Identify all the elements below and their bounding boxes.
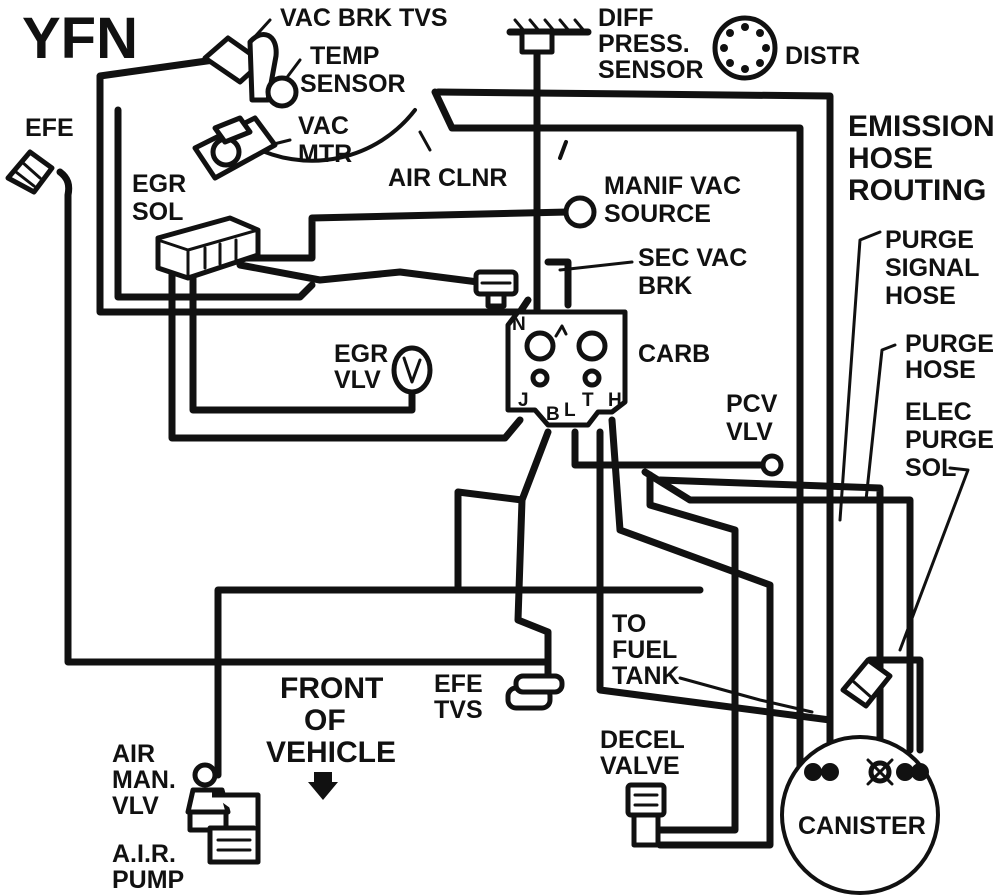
label-air-clnr: AIR CLNR [388, 164, 507, 192]
label-egr-vlv-1: EGR [334, 340, 388, 368]
air-pump [207, 792, 261, 865]
label-temp-sensor-1: TEMP [310, 42, 379, 70]
hose-carb-h [608, 416, 774, 849]
air-cleaner-outline [248, 108, 417, 163]
carb-port-n: N [512, 314, 526, 335]
label-purge-hose-2: HOSE [905, 356, 976, 384]
carb-port-t: T [582, 390, 594, 411]
label-diff-press-3: SENSOR [598, 56, 704, 84]
decel-valve [625, 782, 667, 848]
label-elec-purge-1: ELEC [905, 398, 972, 426]
heading-line-2: HOSE [848, 142, 933, 175]
label-pcv-vlv-1: PCV [726, 390, 778, 418]
distributor [712, 15, 778, 81]
label-vac-brk-tvs: VAC BRK TVS [280, 4, 448, 32]
label-to-fuel-tank-3: TANK [612, 662, 680, 690]
label-diff-press-1: DIFF [598, 4, 654, 32]
label-purge-signal-3: HOSE [885, 282, 956, 310]
label-air-man-2: MAN. [112, 766, 176, 794]
label-sec-vac-brk-1: SEC VAC [638, 244, 747, 272]
label-sec-vac-brk-2: BRK [638, 272, 692, 300]
elec-purge-solenoid [840, 657, 893, 709]
label-air-pump-1: A.I.R. [112, 840, 176, 868]
vac-brk-tvs [202, 32, 279, 103]
hose-air-cleaner-outer-loop [96, 54, 532, 316]
hose-efe-line [56, 168, 552, 679]
label-elec-purge-2: PURGE [905, 426, 994, 454]
label-air-man-1: AIR [112, 740, 155, 768]
label-egr-vlv-2: VLV [334, 366, 381, 394]
label-vac-mtr-2: MTR [298, 140, 352, 168]
label-manif-vac-1: MANIF VAC [604, 172, 741, 200]
label-diff-press-2: PRESS. [598, 30, 690, 58]
label-pcv-vlv-2: VLV [726, 418, 773, 446]
canister [780, 735, 940, 895]
carb-port-l: L [564, 400, 576, 421]
label-egr-sol-1: EGR [132, 170, 186, 198]
label-purge-hose-1: PURGE [905, 330, 994, 358]
label-front-3: VEHICLE [266, 736, 396, 769]
label-decel-1: DECEL [600, 726, 685, 754]
carb-port-h: H [608, 390, 622, 411]
carb-port-b: B [546, 404, 560, 425]
label-efe-tvs-1: EFE [434, 670, 483, 698]
label-front-2: OF [304, 704, 346, 737]
hose-egr-sol-sec-brk [236, 261, 482, 286]
label-canister: CANISTER [798, 812, 926, 840]
hose-air-cleaner-canister [431, 88, 804, 862]
label-front-1: FRONT [280, 672, 383, 705]
label-efe: EFE [25, 114, 74, 142]
egr-solenoid [155, 215, 261, 281]
air-cleaner-tick [558, 140, 568, 160]
label-to-fuel-tank-2: FUEL [612, 636, 677, 664]
vacuum-hoses [56, 44, 924, 862]
hose-carb-b-efe [514, 496, 552, 689]
hose-top-right-loop [434, 88, 834, 774]
label-distr: DISTR [785, 42, 860, 70]
manif-vac-source [563, 195, 597, 229]
label-purge-signal-2: SIGNAL [885, 254, 979, 282]
label-decel-2: VALVE [600, 752, 680, 780]
hose-carb-l-fuel [571, 428, 774, 469]
hose-egr-sol-manif [236, 208, 572, 262]
pcv-valve [760, 453, 784, 477]
efe-tvs [505, 673, 565, 711]
hose-elec-purge [866, 656, 924, 754]
heading-line-1: EMISSION [848, 110, 995, 143]
egr-valve [391, 345, 433, 395]
hose-carb-t-fuel [596, 428, 834, 744]
label-temp-sensor-2: SENSOR [300, 70, 406, 98]
heading-line-3: ROUTING [848, 174, 986, 207]
hose-sec-vac-brk [544, 258, 572, 309]
label-air-man-3: VLV [112, 792, 159, 820]
label-to-fuel-tank-1: TO [612, 610, 646, 638]
label-efe-tvs-2: TVS [434, 696, 483, 724]
front-arrow-icon [308, 772, 338, 800]
hose-carb-b-air [214, 428, 552, 779]
label-elec-purge-3: SOL [905, 454, 956, 482]
carburetor [505, 309, 628, 428]
vac-motor [192, 115, 278, 181]
label-manif-vac-2: SOURCE [604, 200, 711, 228]
label-purge-signal-1: PURGE [885, 226, 974, 254]
diff-press-sensor [506, 18, 592, 55]
label-vac-mtr-1: VAC [298, 112, 349, 140]
carb-port-j: J [518, 390, 529, 411]
sec-vac-brk [473, 269, 519, 309]
hose-egr-carb-j [168, 258, 524, 442]
diagram-title: YFN [22, 6, 138, 71]
hose-egr-valve [189, 258, 416, 414]
efe-component [5, 149, 55, 195]
label-egr-sol-2: SOL [132, 198, 183, 226]
label-carb: CARB [638, 340, 710, 368]
label-air-pump-2: PUMP [112, 866, 184, 894]
temp-sensor [265, 75, 299, 109]
hose-carb-decel [646, 471, 739, 834]
hose-egr-sol-loop [114, 106, 316, 301]
